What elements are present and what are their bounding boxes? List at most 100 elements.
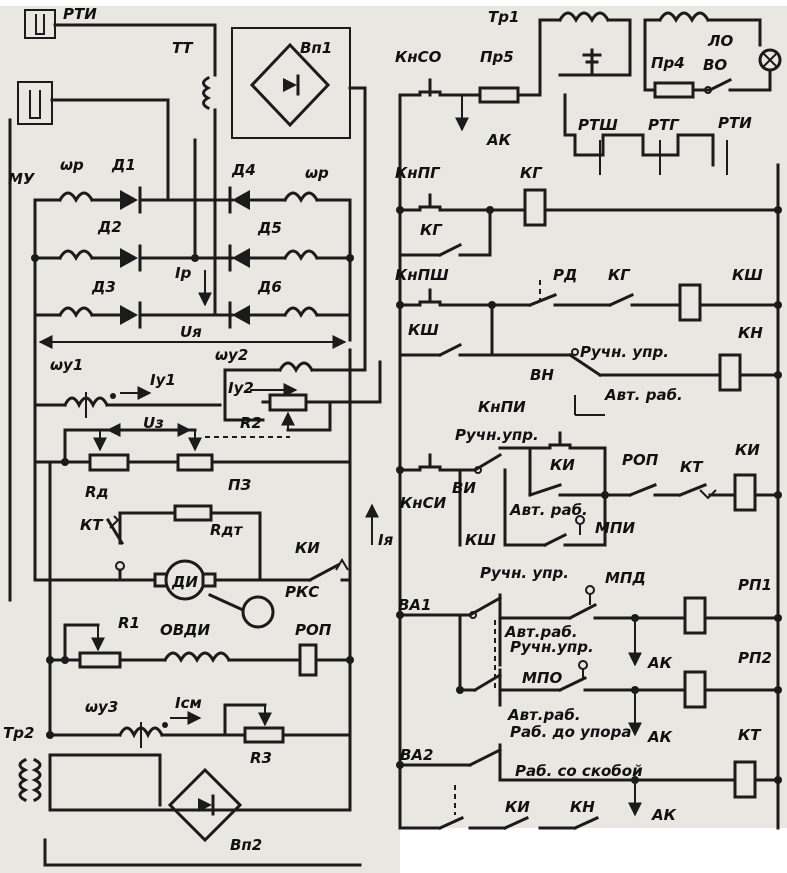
label-rp1: РП1	[738, 576, 772, 594]
label-iy1: Iу1	[150, 371, 176, 389]
power-circuit	[8, 9, 382, 867]
label-ksh-contact: КШ	[408, 321, 439, 339]
label-va1: ВА1	[398, 596, 431, 614]
label-vo: ВО	[703, 56, 727, 74]
label-rtg: РТГ	[648, 116, 680, 134]
label-knpg: КнПГ	[395, 164, 441, 182]
label-vn: ВН	[530, 366, 554, 384]
label-kn-bottom: КН	[570, 798, 595, 816]
label-ak4: АК	[651, 806, 677, 824]
label-wy3: ωу3	[85, 698, 118, 716]
label-ruchn-upr-2: Ручн.упр.	[455, 426, 539, 444]
label-vp1: Вп1	[300, 39, 332, 57]
label-wr-right: ωр	[305, 164, 329, 182]
current-transformer-tt	[202, 23, 217, 142]
label-d5: Д5	[257, 219, 282, 237]
label-va2: ВА2	[400, 746, 433, 764]
label-pz: ПЗ	[228, 476, 252, 494]
label-ki-contact: КИ	[550, 456, 575, 474]
label-ksh-coil: КШ	[732, 266, 763, 284]
label-vp2: Вп2	[230, 836, 262, 854]
label-rti-right: РТИ	[718, 114, 752, 132]
label-r2: R2	[240, 414, 262, 432]
label-icm: Iсм	[175, 694, 202, 712]
label-rti-top: РТИ	[63, 5, 97, 23]
label-rab-so-skoboi: Раб. со скобой	[515, 762, 643, 780]
label-mu: МУ	[8, 170, 36, 188]
label-uz: Uз	[143, 414, 164, 432]
label-kt-left: КТ	[80, 516, 104, 534]
label-ruchn-upr-3: Ручн. упр.	[480, 564, 569, 582]
label-wy1: ωу1	[50, 356, 83, 374]
label-pr4: Пр4	[651, 54, 685, 72]
label-ki-coil: КИ	[735, 441, 760, 459]
label-rop-contact: РОП	[622, 451, 659, 469]
label-tt: ТТ	[172, 39, 194, 57]
label-iy2: Iу2	[228, 379, 254, 397]
label-mpi: МПИ	[595, 519, 635, 537]
label-knpsh: КнПШ	[395, 266, 449, 284]
label-ruchn-upr-4: Ручн.упр.	[510, 638, 594, 656]
rectifier-vp2	[18, 753, 362, 867]
bias-winding-circuit	[46, 703, 352, 748]
control-windings	[33, 348, 382, 812]
motor-circuit	[33, 503, 379, 629]
label-ak2: АК	[647, 654, 673, 672]
label-lo: ЛО	[707, 32, 733, 50]
label-rtsh: РТШ	[578, 116, 618, 134]
label-knsi: КнСИ	[400, 494, 447, 512]
label-di: ДИ	[171, 573, 198, 591]
label-mpd: МПД	[605, 569, 646, 587]
label-pr5: Пр5	[480, 48, 514, 66]
label-d3: Д3	[91, 278, 116, 296]
label-kn: КН	[738, 324, 763, 342]
label-ua: Uя	[180, 323, 202, 341]
label-d1: Д1	[111, 156, 136, 174]
label-knso: КнСО	[395, 48, 442, 66]
label-tr2: Тр2	[3, 724, 34, 742]
label-ovdi: ОВДИ	[160, 621, 211, 639]
paper-edge-top	[0, 0, 787, 6]
rti-relay-symbol	[17, 9, 217, 125]
label-mpo: МПО	[522, 669, 562, 687]
label-kt-contact: КТ	[680, 458, 704, 476]
label-rd: РД	[553, 266, 577, 284]
label-d2: Д2	[97, 218, 122, 236]
paper-edge-bottom-right	[400, 828, 787, 873]
label-vi: ВИ	[452, 479, 476, 497]
label-avt-rab-3: Авт.раб.	[504, 623, 578, 641]
label-ip: Iр	[175, 264, 192, 282]
label-ki-bottom: КИ	[505, 798, 530, 816]
label-kg-contact2: КГ	[608, 266, 631, 284]
field-circuit	[46, 460, 354, 737]
label-kt-coil: КТ	[738, 726, 762, 744]
rectifier-vp1	[231, 27, 367, 372]
label-ki-left: КИ	[295, 539, 320, 557]
label-rdt: Rдт	[210, 521, 244, 539]
label-avt-rab-2: Авт. раб.	[509, 501, 588, 519]
label-r1: R1	[118, 614, 140, 632]
labels: РТИ Тр1 ТТ Вп1 КнСО Пр5 Пр4 ЛО ВО МУ ωр …	[3, 5, 772, 854]
label-rks: РКС	[285, 583, 319, 601]
label-r3: R3	[250, 749, 272, 767]
label-ruchn-upr-1: Ручн. упр.	[580, 343, 669, 361]
label-wr-left: ωр	[60, 156, 84, 174]
label-ak1: АК	[486, 131, 512, 149]
label-d6: Д6	[257, 278, 282, 296]
label-rd-res: Rд	[85, 483, 109, 501]
magnetic-amplifier	[8, 98, 354, 602]
label-ak3: АК	[647, 728, 673, 746]
label-tr1: Тр1	[488, 8, 519, 26]
label-knpi: КнПИ	[478, 398, 526, 416]
label-ia: Iя	[378, 531, 394, 549]
label-d4: Д4	[231, 161, 256, 179]
label-kg-coil: КГ	[520, 164, 543, 182]
label-rp2: РП2	[738, 649, 772, 667]
label-rop-coil: РОП	[295, 621, 332, 639]
label-kg-contact: КГ	[420, 221, 443, 239]
label-ksh-contact2: КШ	[465, 531, 496, 549]
label-rab-do-upora: Раб. до упора	[510, 723, 631, 741]
label-wy2: ωу2	[215, 346, 248, 364]
label-avt-rab-4: Авт.раб.	[507, 706, 581, 724]
